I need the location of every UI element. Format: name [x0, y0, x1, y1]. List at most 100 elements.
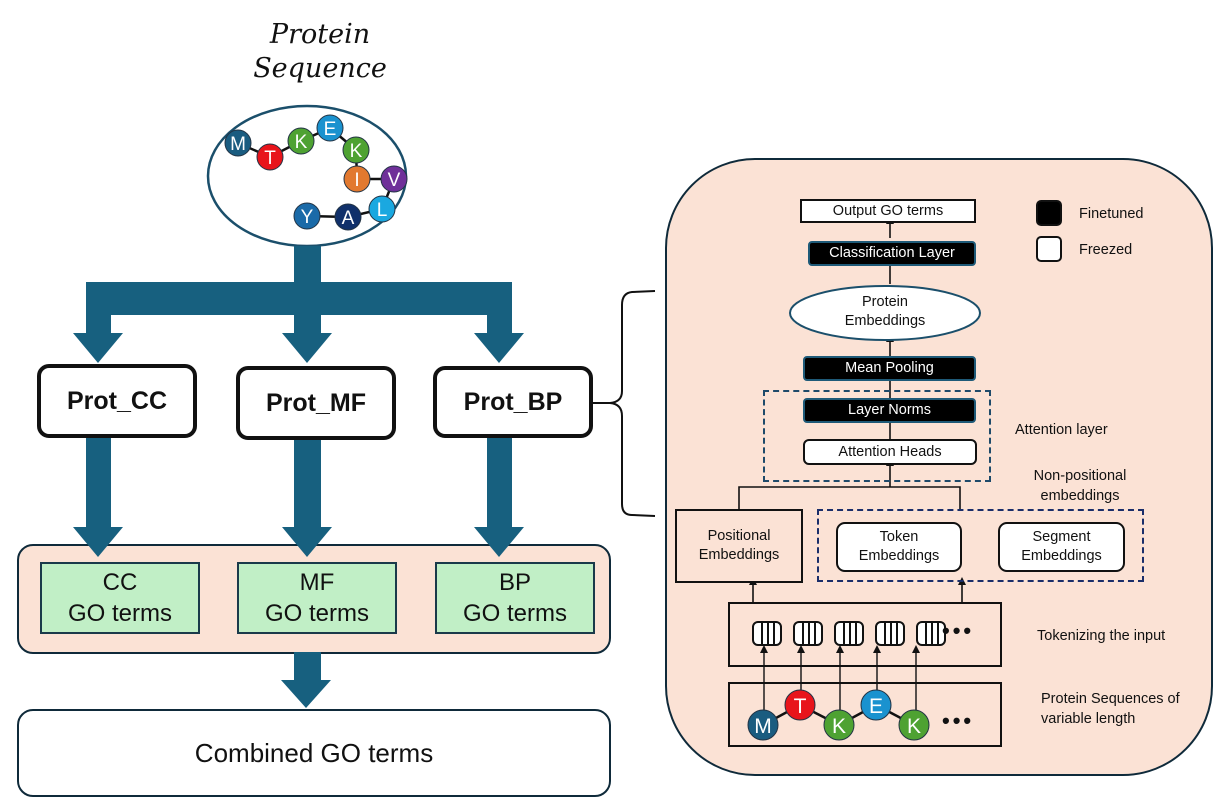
input-residue-letter: K	[832, 715, 846, 738]
input-to-token-arrowhead	[797, 645, 805, 653]
input-residue-k	[898, 709, 930, 741]
residue-i	[343, 165, 371, 193]
input-to-token-arrowhead	[912, 645, 920, 653]
residue-l	[368, 195, 396, 223]
attention-layer-label: Attention layer	[1015, 422, 1108, 438]
title-line-1: Protein	[269, 19, 371, 50]
token-slot	[752, 621, 782, 646]
input-residue-t	[784, 689, 816, 721]
attention-heads-box: Attention Heads	[803, 439, 977, 465]
layer-norms-box: Layer Norms	[803, 398, 976, 423]
input-residue-letter: T	[794, 695, 807, 718]
protein-embeddings-line-2: Embeddings	[844, 313, 926, 329]
branch-head-mf	[282, 333, 332, 363]
input-residue-k	[823, 709, 855, 741]
go-box-subtitle: GO terms	[67, 600, 172, 627]
input-to-token-arrowhead	[836, 645, 844, 653]
combined-label: Combined GO terms	[194, 737, 434, 768]
protein-embeddings-line-1: Protein	[862, 294, 908, 310]
residue-letter: K	[295, 132, 308, 153]
model-label: Prot_MF	[266, 388, 366, 417]
non-positional-label: Non-positional embeddings	[1020, 466, 1140, 506]
classification-layer-label: Classification Layer	[829, 245, 955, 261]
input-to-token-arrowhead	[760, 645, 768, 653]
output-go-terms-label: Output GO terms	[832, 202, 944, 219]
model-label: Prot_BP	[463, 387, 563, 416]
positional-line-1: Positional	[707, 528, 771, 544]
go-shaft-bp	[487, 437, 512, 527]
sequences-label-line-1: Protein Sequences of	[1041, 691, 1180, 707]
non-positional-line-2: embeddings	[1040, 488, 1120, 504]
residue-k	[342, 136, 370, 164]
input-residue-e	[860, 689, 892, 721]
legend-label-freezed: Freezed	[1079, 242, 1133, 258]
sequence-ellipsis: •••	[942, 708, 975, 733]
go-box-title: CC	[102, 569, 138, 596]
token-slot	[793, 621, 823, 646]
branch-shaft-bp	[487, 315, 512, 335]
go-box-mf: MF GO terms	[237, 562, 397, 634]
go-box-cc: CC GO terms	[40, 562, 200, 634]
non-positional-group	[817, 509, 1144, 582]
protein-sequence-title: Protein Sequence	[220, 18, 420, 86]
flow-arrows	[73, 246, 524, 527]
go-box-title: BP	[498, 569, 531, 596]
mean-pooling-box: Mean Pooling	[803, 356, 976, 381]
residue-letter: T	[264, 148, 276, 169]
token-slot	[834, 621, 864, 646]
residue-letter: E	[324, 119, 337, 140]
go-terms-group: CC GO terms MF GO terms BP GO terms	[17, 544, 611, 654]
brace-connector	[592, 290, 656, 517]
protein-embeddings-label: Protein Embeddings	[787, 290, 983, 334]
segment-line-2: Embeddings	[1021, 548, 1102, 564]
tokenizer-row: •••	[728, 602, 1002, 667]
segment-embeddings-box: Segment Embeddings	[998, 522, 1125, 572]
token-slot	[916, 621, 946, 646]
residue-letter: K	[350, 141, 363, 162]
residue-v	[380, 165, 408, 193]
residue-letter: A	[342, 208, 355, 229]
model-box-prot-mf[interactable]: Prot_MF	[236, 366, 396, 440]
residue-k	[287, 127, 315, 155]
output-go-terms-box: Output GO terms	[800, 199, 976, 223]
classification-layer-box: Classification Layer	[808, 241, 976, 266]
input-residue-letter: E	[869, 695, 883, 718]
branch-bar	[86, 282, 512, 315]
residue-letter: Y	[301, 207, 314, 228]
go-shaft-cc	[86, 437, 111, 527]
residue-m	[224, 129, 252, 157]
token-line-1: Token	[879, 529, 919, 545]
token-embeddings-box: Token Embeddings	[836, 522, 962, 572]
model-box-prot-bp[interactable]: Prot_BP	[433, 366, 593, 438]
model-box-prot-cc[interactable]: Prot_CC	[37, 364, 197, 438]
go-box-bp: BP GO terms	[435, 562, 595, 634]
residue-e	[316, 114, 344, 142]
token-ellipsis: •••	[942, 618, 975, 643]
branch-head-bp	[474, 333, 524, 363]
input-residue-m	[747, 709, 779, 741]
residue-letter: I	[354, 170, 359, 191]
residue-letter: V	[388, 170, 401, 191]
input-residue-letter: M	[754, 715, 772, 738]
non-positional-line-1: Non-positional	[1033, 468, 1127, 484]
segment-line-1: Segment	[1032, 529, 1091, 545]
go-box-subtitle: GO terms	[462, 600, 567, 627]
combined-go-terms-box: Combined GO terms	[17, 709, 611, 797]
token-slot	[875, 621, 905, 646]
go-box-subtitle: GO terms	[264, 600, 369, 627]
mean-pooling-label: Mean Pooling	[845, 360, 934, 376]
tokenizing-label: Tokenizing the input	[1037, 628, 1166, 644]
sequences-label: Protein Sequences of variable length	[1041, 689, 1180, 729]
legend-label-finetuned: Finetuned	[1079, 206, 1144, 222]
layer-norms-label: Layer Norms	[848, 402, 931, 418]
sequences-label-line-2: variable length	[1041, 711, 1136, 727]
residue-letter: L	[377, 200, 388, 221]
merge-line	[738, 486, 961, 509]
input-residue-letter: K	[907, 715, 921, 738]
positional-line-2: Embeddings	[698, 547, 780, 563]
go-shaft-mf	[294, 439, 321, 527]
model-label: Prot_CC	[66, 386, 167, 415]
